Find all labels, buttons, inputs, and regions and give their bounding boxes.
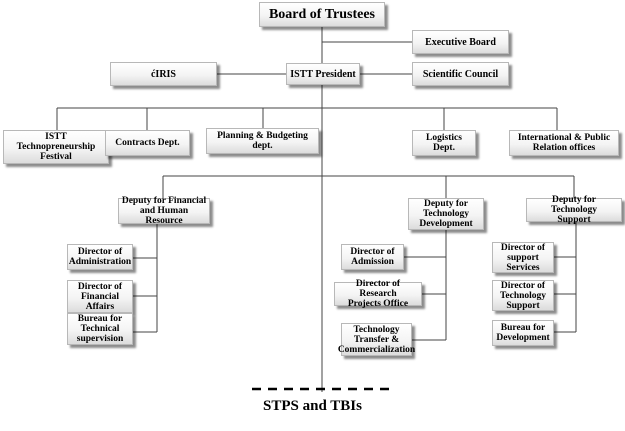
logistics-dept-box: Logistics Dept. [412, 130, 476, 156]
planning-budgeting-box: Planning & Budgeting dept. [206, 128, 319, 154]
istt-president-box: ISTT President [286, 63, 360, 85]
deputy-technology-development-box: Deputy for Technology Development [408, 198, 484, 230]
international-relations-box: International & Public Relation offices [509, 130, 619, 156]
contracts-dept-box: Contracts Dept. [105, 130, 190, 156]
techno-festival-box: ISTT Technopreneurship Festival [3, 130, 109, 164]
director-technology-support-box: Director of Technology Support [492, 280, 554, 311]
deputy-financial-box: Deputy for Financial and Human Resource [118, 196, 210, 226]
director-research-projects-box: Director of Research Projects Office [334, 279, 422, 309]
director-administration-box: Director of Administration [67, 244, 133, 270]
executive-board-box: Executive Board [412, 30, 509, 54]
director-financial-affairs-box: Director of Financial Affairs [67, 280, 133, 313]
technology-transfer-box: Technology Transfer & Commercialization [337, 323, 416, 356]
bureau-technical-supervision-box: Bureau for Technical supervision [67, 313, 133, 345]
director-support-services-box: Director of support Services [492, 242, 554, 273]
iris-box: ćIRIS [110, 62, 217, 86]
bureau-development-box: Bureau for Development [492, 320, 554, 346]
director-admission-box: Director of Admission [341, 244, 404, 270]
board-of-trustees-box: Board of Trustees [259, 2, 385, 27]
stps-tbis-label: STPS and TBIs [263, 398, 362, 414]
scientific-council-box: Scientific Council [412, 62, 509, 86]
deputy-technology-support-box: Deputy for Technology Support [526, 195, 622, 225]
